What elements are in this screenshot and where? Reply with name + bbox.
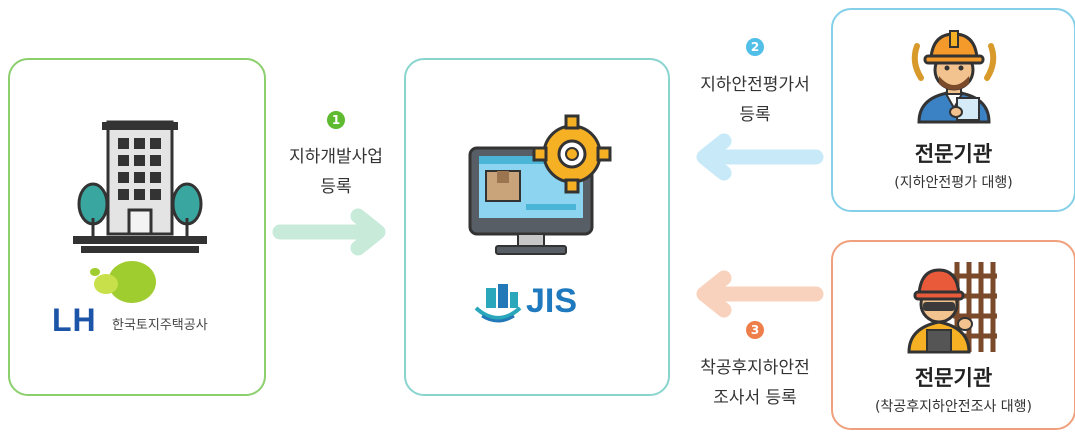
step1-badge: 1	[327, 111, 345, 129]
jis-mark-icon	[474, 284, 522, 323]
expert1-panel: 전문기관 (지하안전평가 대행)	[831, 8, 1075, 212]
lh-org-name: 한국토지주택공사	[112, 318, 208, 333]
expert2-subtitle: (착공후지하안전조사 대행)	[874, 399, 1033, 415]
step1-arrow	[272, 208, 386, 256]
step2-label: 지하안전평가서 등록	[680, 70, 830, 130]
expert2-title: 전문기관	[914, 366, 993, 390]
computer-gear-icon	[468, 114, 612, 255]
step1-label-line1: 지하개발사업	[289, 147, 383, 167]
lh-panel: LH 한국토지주택공사	[8, 58, 266, 396]
jis-panel: JIS	[404, 58, 670, 396]
step3-label-line2: 조사서 등록	[713, 388, 797, 408]
step2-label-line1: 지하안전평가서	[700, 75, 810, 95]
expert1-title: 전문기관	[914, 142, 993, 166]
step3-arrow	[696, 270, 824, 318]
step1-label-line2: 등록	[320, 177, 352, 197]
expert1-subtitle: (지하안전평가 대행)	[894, 175, 1013, 191]
step2-arrow	[696, 133, 824, 181]
step2-label-line2: 등록	[739, 105, 771, 125]
worker-tablet-icon	[911, 30, 997, 124]
step3-label: 착공후지하안전 조사서 등록	[678, 353, 832, 413]
worker-ladder-icon	[907, 262, 997, 354]
jis-logo-text: JIS	[526, 282, 578, 320]
building-icon	[73, 120, 207, 253]
lh-logo-text: LH	[52, 302, 97, 338]
lh-swoosh-icon	[90, 261, 156, 303]
expert2-panel: 전문기관 (착공후지하안전조사 대행)	[831, 240, 1075, 430]
step2-badge: 2	[746, 38, 764, 56]
step3-label-line1: 착공후지하안전	[700, 358, 810, 378]
step1-label: 지하개발사업 등록	[266, 142, 406, 202]
step3-badge: 3	[746, 321, 764, 339]
